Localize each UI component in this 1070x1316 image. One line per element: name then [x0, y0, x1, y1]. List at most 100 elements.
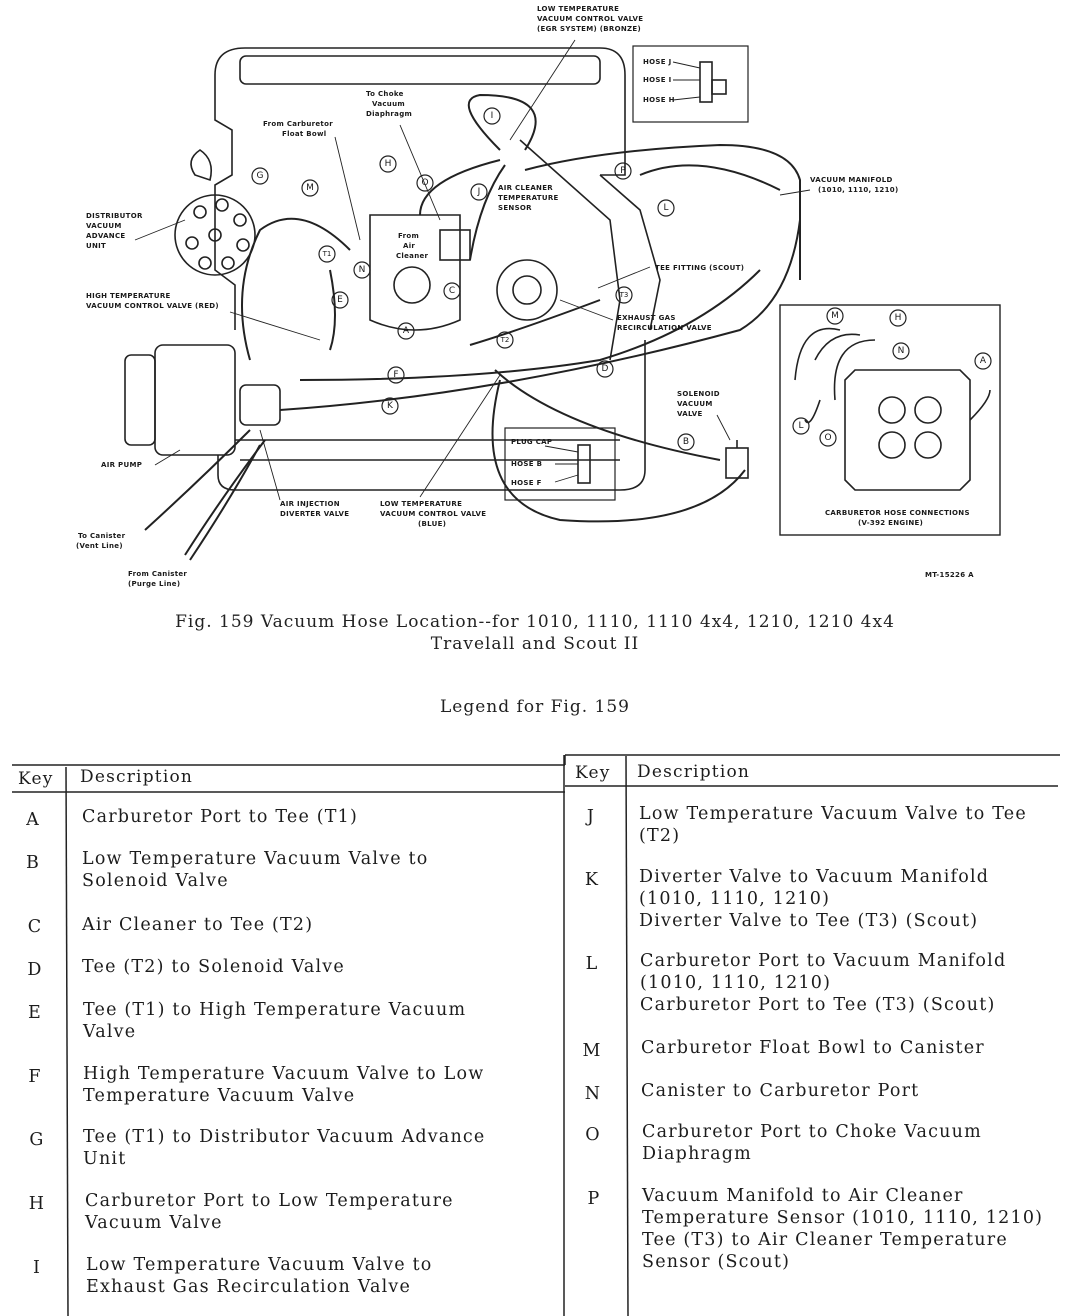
legend-desc-o: Carburetor Port to Choke Vacuum Diaphrag…: [642, 1122, 982, 1164]
svg-text:VACUUM: VACUUM: [677, 400, 713, 408]
legend-desc-d: Tee (T2) to Solenoid Valve: [82, 957, 345, 977]
svg-text:VACUUM CONTROL VALVE: VACUUM CONTROL VALVE: [380, 510, 486, 518]
callout-f: [387, 366, 405, 384]
callout-markers: I H O J P G M L N C E A F D K B M H N A …: [251, 107, 992, 451]
svg-text:(V-392 ENGINE): (V-392 ENGINE): [858, 519, 923, 527]
svg-text:VACUUM MANIFOLD: VACUUM MANIFOLD: [810, 176, 893, 184]
svg-text:T2: T2: [500, 336, 510, 344]
svg-text:HOSE F: HOSE F: [511, 479, 542, 487]
legend-key-g: G: [29, 1130, 45, 1150]
carburetor: [369, 214, 471, 331]
callout-e: [331, 291, 349, 309]
svg-text:From: From: [398, 232, 419, 240]
callout-o: [416, 174, 434, 192]
legend-desc-g: Tee (T1) to Distributor Vacuum Advance U…: [83, 1127, 486, 1169]
svg-text:K: K: [387, 401, 394, 411]
svg-text:L: L: [798, 421, 803, 431]
leader-lines: [134, 39, 811, 501]
legend-key-a: A: [26, 810, 40, 830]
svg-text:VACUUM CONTROL VALVE: VACUUM CONTROL VALVE: [537, 15, 643, 23]
svg-text:LOW TEMPERATURE: LOW TEMPERATURE: [537, 5, 619, 13]
svg-text:HIGH TEMPERATURE: HIGH TEMPERATURE: [86, 292, 171, 300]
svg-text:AIR CLEANER: AIR CLEANER: [498, 184, 553, 192]
callout-n: [353, 261, 371, 279]
svg-text:Cleaner: Cleaner: [396, 252, 429, 260]
egr-valve: [496, 259, 558, 321]
distributor-cap: [174, 149, 256, 276]
svg-text:H: H: [895, 313, 902, 323]
callout-o2: [819, 429, 837, 447]
callout-a: [397, 322, 415, 340]
svg-text:UNIT: UNIT: [86, 242, 106, 250]
svg-text:From Canister: From Canister: [128, 570, 187, 578]
legend-desc-k: Diverter Valve to Vacuum Manifold (1010,…: [639, 867, 990, 931]
svg-text:F: F: [393, 370, 398, 380]
svg-text:(BLUE): (BLUE): [418, 520, 446, 528]
svg-text:(Vent Line): (Vent Line): [76, 542, 123, 550]
svg-text:(EGR SYSTEM) (BRONZE): (EGR SYSTEM) (BRONZE): [537, 25, 641, 33]
callout-i: [483, 107, 501, 125]
svg-text:TEE FITTING (SCOUT): TEE FITTING (SCOUT): [655, 264, 744, 272]
svg-text:DIVERTER VALVE: DIVERTER VALVE: [280, 510, 349, 518]
legend-key-e: E: [28, 1003, 42, 1023]
svg-text:(Purge Line): (Purge Line): [128, 580, 180, 588]
callout-d: [596, 360, 614, 378]
svg-text:To Choke: To Choke: [366, 90, 404, 98]
vacuum-hoses: [144, 93, 801, 561]
svg-text:A: A: [403, 326, 410, 336]
callout-c: [443, 282, 461, 300]
svg-text:O: O: [421, 178, 428, 188]
svg-text:N: N: [898, 346, 905, 356]
legend-desc-l: Carburetor Port to Vacuum Manifold (1010…: [640, 951, 1007, 1015]
legend-key-n: N: [584, 1084, 602, 1104]
callout-m2: [826, 307, 844, 325]
legend-key-f: F: [28, 1067, 42, 1087]
svg-text:C: C: [449, 286, 455, 296]
svg-text:ADVANCE: ADVANCE: [86, 232, 125, 240]
svg-text:HOSE B: HOSE B: [511, 460, 542, 468]
callout-l: [657, 199, 675, 217]
svg-text:M: M: [306, 183, 314, 193]
figure-caption-line1: Fig. 159 Vacuum Hose Location--for 1010,…: [175, 612, 895, 632]
callout-m: [301, 179, 319, 197]
svg-text:M: M: [831, 311, 839, 321]
inset-carb-connections: [779, 304, 1001, 536]
svg-text:HOSE H: HOSE H: [643, 96, 675, 104]
legend-desc-i: Low Temperature Vacuum Valve to Exhaust …: [86, 1255, 433, 1297]
svg-text:T1: T1: [322, 250, 332, 258]
legend-desc-a: Carburetor Port to Tee (T1): [82, 807, 359, 827]
svg-text:A: A: [980, 356, 987, 366]
svg-text:G: G: [257, 171, 264, 181]
legend-key-i: I: [32, 1258, 42, 1278]
legend-key-o: O: [585, 1125, 601, 1145]
legend-key-d: D: [27, 960, 43, 980]
svg-text:Air: Air: [403, 242, 415, 250]
svg-text:SENSOR: SENSOR: [498, 204, 532, 212]
diagram-labels: LOW TEMPERATURE VACUUM CONTROL VALVE (EG…: [76, 5, 974, 588]
legend-desc-j: Low Temperature Vacuum Valve to Tee (T2): [639, 804, 1027, 846]
legend-col-key-right: Key: [575, 763, 611, 783]
callout-g: [251, 167, 269, 185]
svg-text:VALVE: VALVE: [677, 410, 703, 418]
callout-p: [614, 162, 632, 180]
svg-text:MT-15226 A: MT-15226 A: [925, 571, 974, 579]
legend-key-c: C: [27, 917, 43, 937]
callout-t2: [496, 331, 514, 349]
callout-t3: [615, 286, 633, 304]
svg-text:N: N: [359, 265, 366, 275]
svg-text:CARBURETOR HOSE CONNECTIONS: CARBURETOR HOSE CONNECTIONS: [825, 509, 970, 517]
svg-text:D: D: [602, 364, 609, 374]
callout-a2: [974, 352, 992, 370]
callout-n2: [892, 342, 910, 360]
svg-text:E: E: [337, 295, 343, 305]
svg-text:J: J: [477, 187, 481, 197]
svg-text:Diaphragm: Diaphragm: [366, 110, 412, 118]
svg-text:I: I: [491, 111, 494, 121]
svg-text:DISTRIBUTOR: DISTRIBUTOR: [86, 212, 143, 220]
svg-text:HOSE I: HOSE I: [643, 76, 671, 84]
legend-key-k: K: [584, 870, 600, 890]
svg-text:Vacuum: Vacuum: [372, 100, 405, 108]
legend-col-desc-right: Description: [637, 762, 751, 782]
legend-desc-e: Tee (T1) to High Temperature Vacuum Valv…: [83, 1000, 467, 1042]
legend-key-m: M: [582, 1041, 602, 1061]
